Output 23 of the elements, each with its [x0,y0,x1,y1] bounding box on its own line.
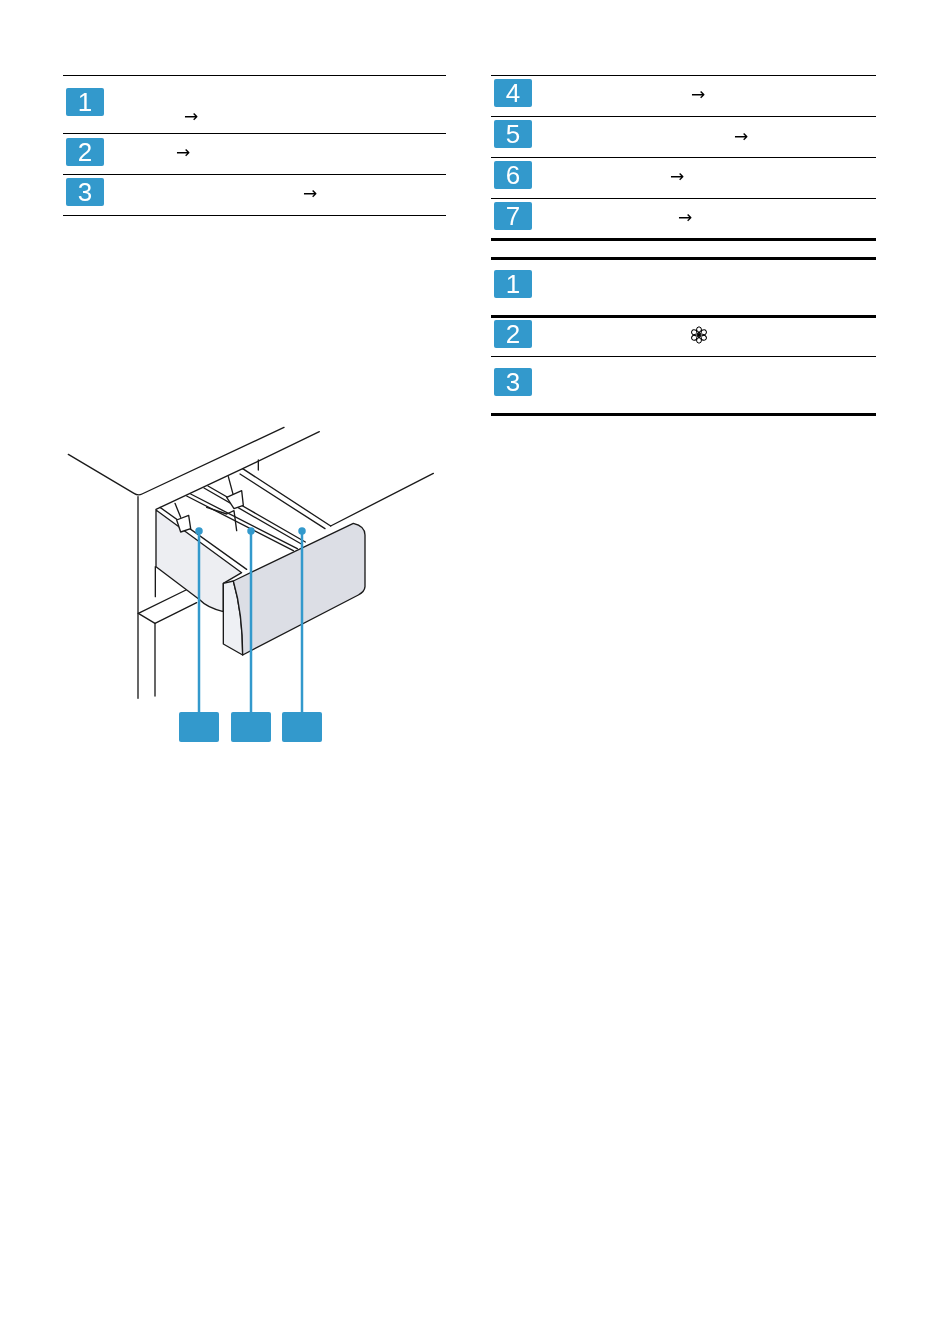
leader-line [298,527,306,712]
callout-box [179,712,219,742]
callout-box [231,712,271,742]
callout-number: 3 [494,368,532,396]
callout-number: 1 [66,88,104,116]
callout-number: 4 [494,79,532,107]
cross-reference-arrow: → [175,143,191,161]
callout-number: 3 [66,178,104,206]
callout-number: 2 [494,320,532,348]
cross-reference-arrow: → [690,85,706,103]
callout-number: 7 [494,202,532,230]
callout-number: 6 [494,161,532,189]
cross-reference-arrow: → [677,208,693,226]
callout-number: 2 [66,138,104,166]
cross-reference-arrow: → [183,107,199,125]
leader-line [195,527,203,712]
callout-number: 5 [494,120,532,148]
leader-line [247,527,255,712]
callout-number: 1 [494,270,532,298]
cross-reference-arrow: → [669,167,685,185]
cross-reference-arrow: → [733,127,749,145]
callout-box [282,712,322,742]
cross-reference-arrow: → [302,184,318,202]
